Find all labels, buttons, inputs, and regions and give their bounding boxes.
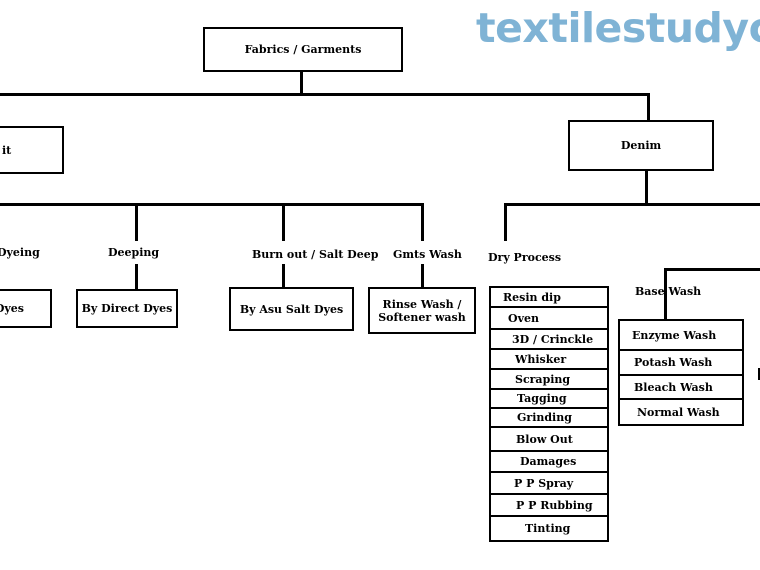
base-wash-item: Potash Wash xyxy=(620,351,742,376)
method-box: By Direct Dyes xyxy=(76,289,178,328)
dry-process-item: P P Spray xyxy=(491,473,607,495)
method-box: Rinse Wash / Softener wash xyxy=(368,287,476,334)
connector xyxy=(664,268,760,271)
connector xyxy=(0,93,650,96)
dry-process-item-label: 3D / Crinckle xyxy=(512,332,594,346)
method-box-label: By Asu Salt Dyes xyxy=(239,302,344,316)
method-label: Gmts Wash xyxy=(393,248,462,261)
base-wash-item-label: Normal Wash xyxy=(637,405,720,419)
dry-process-item-label: Blow Out xyxy=(516,432,573,446)
connector xyxy=(504,203,507,241)
dry-process-item: Whisker xyxy=(491,350,607,370)
method-label: Burn out / Salt Deep xyxy=(252,248,379,261)
connector xyxy=(135,203,138,241)
dry-process-item-label: P P Spray xyxy=(514,476,574,490)
root-node: Fabrics / Garments xyxy=(203,27,403,72)
dry-process-item: Blow Out xyxy=(491,428,607,452)
dry-process-item: P P Rubbing xyxy=(491,495,607,517)
connector xyxy=(758,368,760,380)
dry-process-item-label: Resin dip xyxy=(503,290,561,304)
base-wash-label: Base Wash xyxy=(635,285,702,298)
connector xyxy=(0,203,424,206)
connector xyxy=(664,268,667,320)
dry-process-item-label: Oven xyxy=(508,311,539,325)
connector xyxy=(504,203,760,206)
dry-process-item: Oven xyxy=(491,308,607,330)
dry-process-item: 3D / Crinckle xyxy=(491,330,607,350)
root-label: Fabrics / Garments xyxy=(244,43,362,56)
dry-process-item-label: Scraping xyxy=(515,372,571,386)
dry-process-item-label: Whisker xyxy=(515,352,567,366)
base-wash-list: Enzyme Wash Potash Wash Bleach Wash Norm… xyxy=(618,319,744,426)
dry-process-item-label: Damages xyxy=(520,455,577,468)
base-wash-item-label: Bleach Wash xyxy=(634,380,713,394)
connector xyxy=(282,264,285,288)
dry-process-label: Dry Process xyxy=(488,251,562,264)
connector xyxy=(300,72,303,96)
denim-node: Denim xyxy=(568,120,714,171)
watermark: textilestudyce xyxy=(476,4,760,52)
method-box-label: Softener wash xyxy=(378,310,466,324)
method-box-label: Dyes xyxy=(0,302,24,315)
connector xyxy=(421,264,424,288)
method-box-label: Rinse Wash / xyxy=(382,297,462,311)
dry-process-item: Tagging xyxy=(491,390,607,409)
dry-process-item-label: Tagging xyxy=(517,392,567,405)
method-box: By Asu Salt Dyes xyxy=(229,287,354,331)
connector xyxy=(135,264,138,290)
base-wash-item-label: Enzyme Wash xyxy=(632,328,717,342)
connector xyxy=(647,93,650,121)
base-wash-item-label: Potash Wash xyxy=(634,356,713,369)
method-label: Deeping xyxy=(108,246,160,259)
dry-process-item-label: P P Rubbing xyxy=(516,498,593,512)
method-label: Dyeing xyxy=(0,246,40,259)
base-wash-item: Enzyme Wash xyxy=(620,321,742,351)
knit-label: it xyxy=(2,143,12,157)
dry-process-item: Scraping xyxy=(491,370,607,390)
dry-process-item-label: Tinting xyxy=(525,522,571,535)
dry-process-item: Resin dip xyxy=(491,288,607,308)
dry-process-item: Tinting xyxy=(491,517,607,540)
method-box-label: By Direct Dyes xyxy=(81,302,173,315)
base-wash-item: Normal Wash xyxy=(620,400,742,424)
connector xyxy=(645,171,648,206)
dry-process-item: Grinding xyxy=(491,409,607,428)
dry-process-item: Damages xyxy=(491,452,607,473)
method-box: Dyes xyxy=(0,289,52,328)
dry-process-list: Resin dip Oven 3D / Crinckle Whisker Scr… xyxy=(489,286,609,542)
dry-process-item-label: Grinding xyxy=(517,411,572,424)
connector xyxy=(282,203,285,241)
connector xyxy=(421,203,424,241)
denim-label: Denim xyxy=(620,139,662,152)
base-wash-item: Bleach Wash xyxy=(620,376,742,400)
knit-node: it xyxy=(0,126,64,174)
